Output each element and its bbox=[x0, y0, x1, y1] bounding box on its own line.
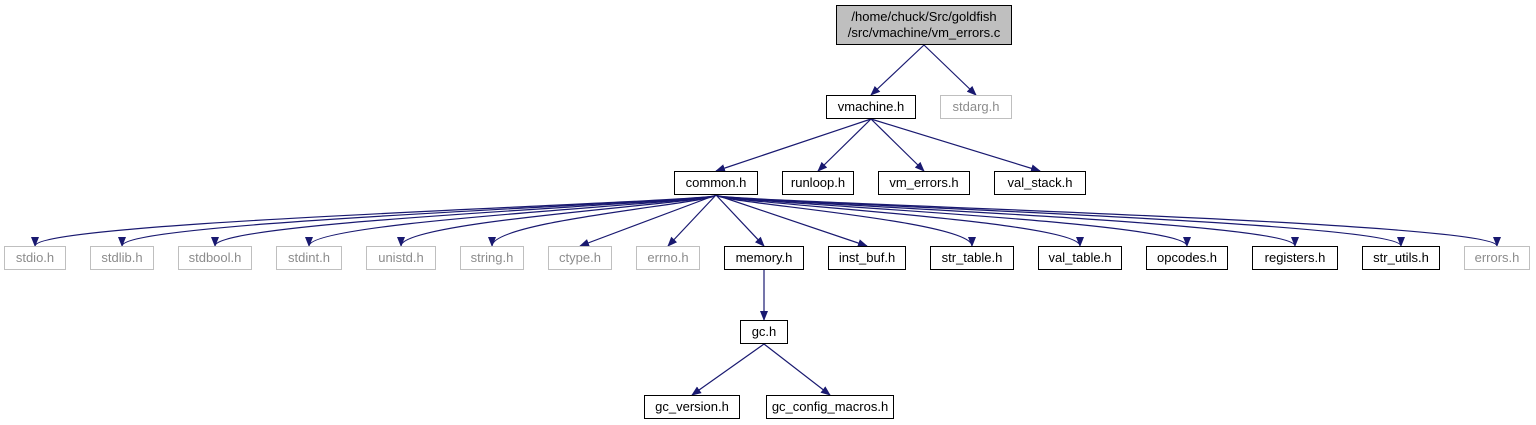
node-gc-config-macros-h[interactable]: gc_config_macros.h bbox=[766, 395, 894, 419]
edge-vmachine-to-vm_errors bbox=[870, 118, 925, 172]
node-stdarg-h: stdarg.h bbox=[940, 95, 1012, 119]
node-runloop-h[interactable]: runloop.h bbox=[782, 171, 854, 195]
node-str-table-h[interactable]: str_table.h bbox=[930, 246, 1014, 270]
node-val-stack-h[interactable]: val_stack.h bbox=[994, 171, 1086, 195]
edge-common-to-val_table bbox=[715, 194, 1084, 247]
root-path-line1: /home/chuck/Src/goldfish bbox=[851, 9, 997, 24]
node-errno-h: errno.h bbox=[636, 246, 700, 270]
edge-gc-to-gc_version bbox=[691, 343, 765, 396]
node-stdint-h: stdint.h bbox=[276, 246, 342, 270]
node-gc-version-h[interactable]: gc_version.h bbox=[644, 395, 740, 419]
node-errors-h: errors.h bbox=[1464, 246, 1530, 270]
edge-common-to-errno bbox=[667, 194, 717, 247]
edge-root-to-vmachine bbox=[870, 44, 925, 96]
node-gc-h[interactable]: gc.h bbox=[740, 320, 788, 344]
edge-common-to-registers bbox=[715, 194, 1299, 247]
edge-gc-to-gc_config_macros bbox=[763, 343, 831, 396]
node-root-file[interactable]: /home/chuck/Src/goldfish /src/vmachine/v… bbox=[836, 5, 1012, 45]
node-stdlib-h: stdlib.h bbox=[90, 246, 154, 270]
edge-common-to-stdbool bbox=[211, 194, 717, 247]
edge-common-to-ctype bbox=[579, 194, 717, 247]
node-registers-h[interactable]: registers.h bbox=[1252, 246, 1338, 270]
edge-root-to-stdarg bbox=[923, 44, 977, 96]
edge-common-to-str_utils bbox=[715, 194, 1405, 247]
edge-common-to-errors bbox=[715, 194, 1501, 247]
node-inst-buf-h[interactable]: inst_buf.h bbox=[828, 246, 906, 270]
edge-common-to-str_table bbox=[715, 194, 976, 247]
node-memory-h[interactable]: memory.h bbox=[724, 246, 804, 270]
edge-vmachine-to-runloop bbox=[817, 118, 872, 172]
node-val-table-h[interactable]: val_table.h bbox=[1038, 246, 1122, 270]
node-vmachine-h[interactable]: vmachine.h bbox=[826, 95, 916, 119]
node-unistd-h: unistd.h bbox=[366, 246, 436, 270]
edge-common-to-memory bbox=[715, 194, 765, 247]
edge-common-to-unistd bbox=[397, 194, 717, 247]
node-ctype-h: ctype.h bbox=[548, 246, 612, 270]
edge-common-to-stdlib bbox=[118, 194, 717, 247]
node-common-h[interactable]: common.h bbox=[674, 171, 758, 195]
node-vm-errors-h[interactable]: vm_errors.h bbox=[878, 171, 970, 195]
node-stdio-h: stdio.h bbox=[4, 246, 66, 270]
edge-vmachine-to-val_stack bbox=[870, 118, 1041, 173]
node-stdbool-h: stdbool.h bbox=[178, 246, 252, 270]
root-path-line2: /src/vmachine/vm_errors.c bbox=[847, 25, 1001, 40]
node-string-h: string.h bbox=[460, 246, 524, 270]
node-str-utils-h[interactable]: str_utils.h bbox=[1362, 246, 1440, 270]
edge-vmachine-to-common bbox=[715, 118, 872, 172]
edge-common-to-inst_buf bbox=[715, 194, 868, 247]
node-opcodes-h[interactable]: opcodes.h bbox=[1146, 246, 1228, 270]
